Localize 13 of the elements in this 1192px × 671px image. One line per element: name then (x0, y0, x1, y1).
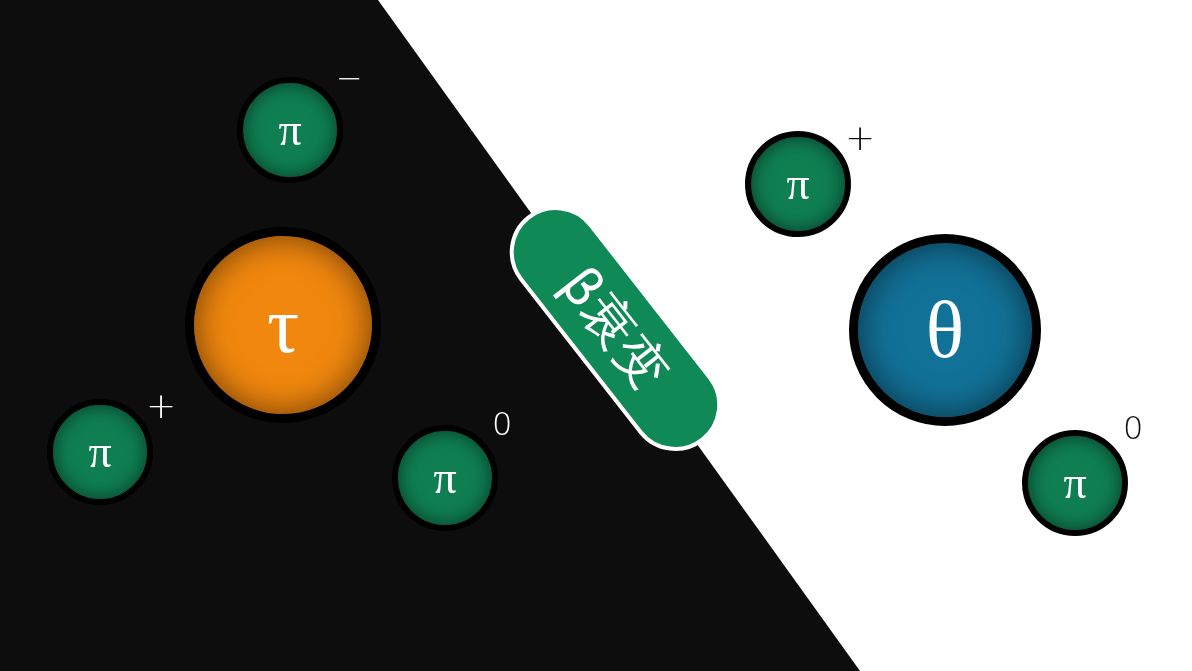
particle-symbol: π (433, 455, 457, 501)
charge-superscript: − (336, 62, 363, 94)
particle-symbol: τ (266, 285, 300, 365)
particle-symbol: π (786, 161, 810, 207)
charge-superscript: + (146, 388, 177, 424)
charge-superscript: 0 (492, 408, 513, 440)
charge-superscript: + (845, 120, 876, 156)
charge-superscript: 0 (1123, 412, 1144, 444)
particle-symbol: θ (925, 290, 965, 370)
particle-symbol: π (88, 429, 112, 475)
particle-symbol: π (1063, 460, 1087, 506)
particle-symbol: π (278, 107, 302, 153)
decay-label: β衰变 (552, 257, 678, 399)
